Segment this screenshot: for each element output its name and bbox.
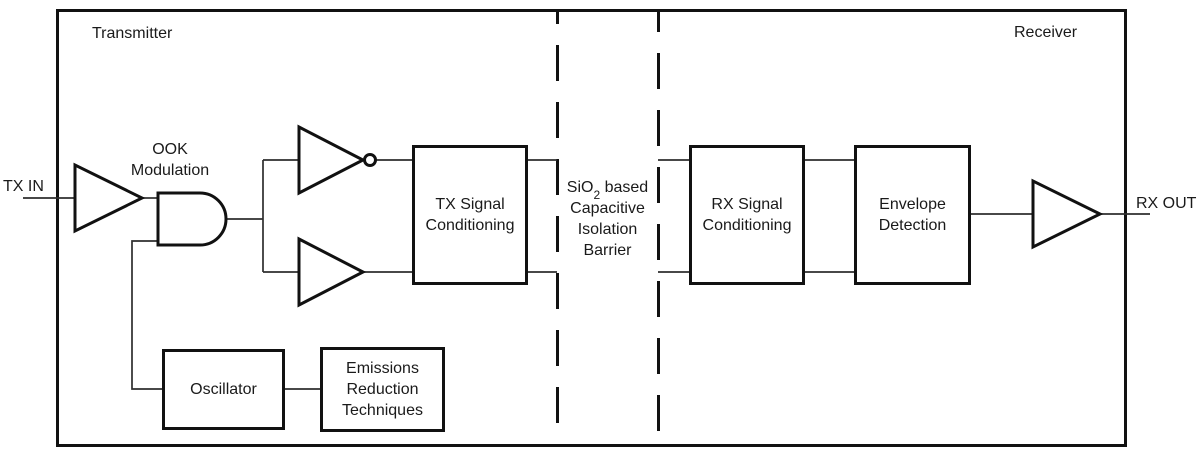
- rx-to-envelope-wires: [804, 159, 855, 273]
- inverter-bubble-icon: [363, 153, 377, 167]
- drivers-to-tx-conditioning-wires: [363, 159, 413, 273]
- inverter-icon: [297, 124, 367, 196]
- emissions-reduction-block: Emissions Reduction Techniques: [320, 347, 445, 432]
- emissions-reduction-line3: Techniques: [342, 402, 423, 419]
- rx-signal-conditioning-line1: RX Signal: [711, 196, 783, 213]
- envelope-detection-line2: Detection: [878, 217, 947, 234]
- tx-in-label: TX IN: [3, 178, 44, 195]
- ook-modulation-line1: OOK: [152, 141, 188, 158]
- emissions-reduction-line1: Emissions: [346, 360, 419, 377]
- input-buffer-icon: [73, 162, 146, 234]
- device-outline: [56, 9, 1127, 447]
- envelope-detection-block: Envelope Detection: [854, 145, 971, 285]
- tx-signal-conditioning-block: TX Signal Conditioning: [412, 145, 528, 285]
- branch-split-wires: [262, 159, 299, 273]
- rx-out-label: RX OUT: [1136, 195, 1197, 212]
- tx-signal-conditioning-line1: TX Signal: [435, 196, 505, 213]
- barrier-to-rx-wires: [658, 159, 690, 273]
- transmitter-region-label: Transmitter: [92, 25, 173, 42]
- ook-modulation-label: OOK Modulation: [120, 139, 220, 181]
- and-gate-icon: [156, 191, 228, 247]
- isolation-barrier-line1: SiO2 based: [566, 179, 649, 203]
- ook-modulation-line2: Modulation: [130, 162, 210, 179]
- emissions-reduction-line2: Reduction: [346, 381, 419, 398]
- output-buffer-icon: [1031, 178, 1104, 250]
- rx-signal-conditioning-line2: Conditioning: [702, 217, 792, 234]
- isolation-barrier-line4: Barrier: [583, 242, 632, 259]
- oscillator-block: Oscillator: [162, 349, 285, 430]
- rx-signal-conditioning-block: RX Signal Conditioning: [689, 145, 805, 285]
- oscillator-to-and-gate-wire: [131, 240, 163, 390]
- isolation-barrier-line2: Capacitive: [570, 200, 645, 217]
- receiver-region-label: Receiver: [1014, 24, 1078, 41]
- isolation-barrier-label: SiO2 based Capacitive Isolation Barrier: [557, 177, 658, 261]
- buffer-icon: [297, 236, 367, 308]
- isolation-barrier-line3: Isolation: [577, 221, 638, 238]
- tx-to-barrier-wires: [527, 159, 557, 273]
- tx-signal-conditioning-line2: Conditioning: [425, 217, 515, 234]
- envelope-detection-line1: Envelope: [879, 196, 946, 213]
- oscillator-label: Oscillator: [190, 381, 257, 398]
